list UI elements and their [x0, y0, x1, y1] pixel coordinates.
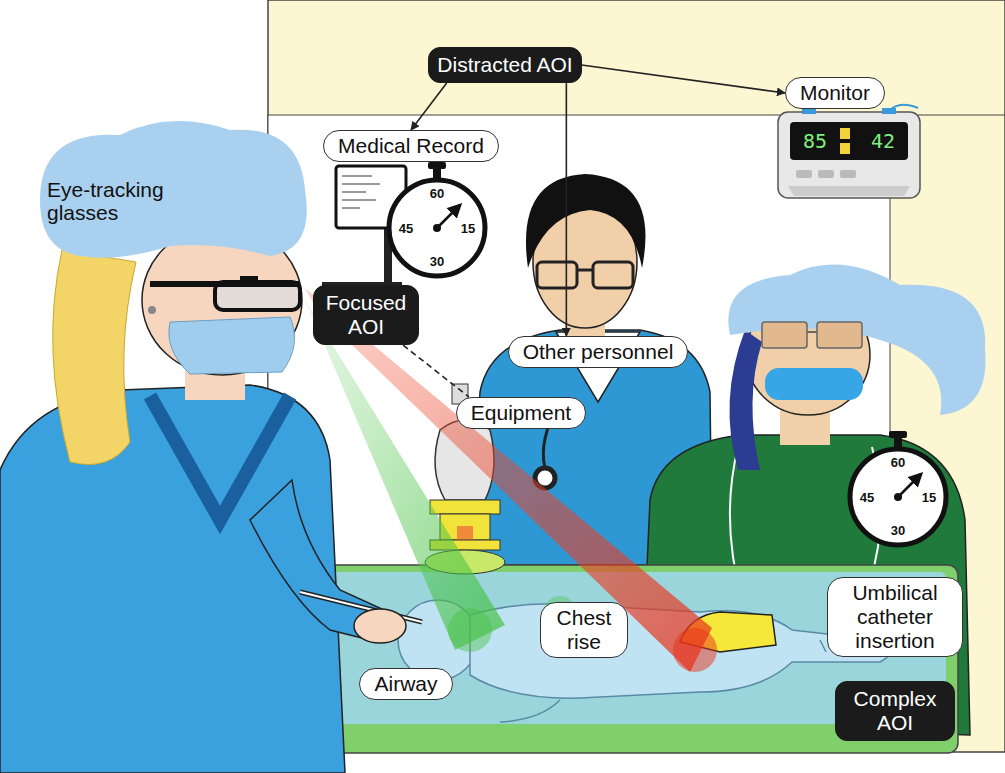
clinician-figure: [148, 306, 156, 314]
dashed-leader: [403, 345, 469, 397]
clinician-figure: [240, 276, 258, 286]
stopwatch-icon: [889, 431, 907, 438]
clinician-figure: [150, 281, 300, 287]
other-personnel-figure: [526, 174, 646, 268]
clinician-figure: [169, 317, 295, 374]
gaze-beam: [300, 288, 717, 672]
nurse-figure: [762, 322, 807, 348]
nurse-figure: [729, 330, 762, 470]
aoi-label-box: Umbilical catheter insertion: [827, 577, 963, 657]
aoi-category-badge: Focused AOI: [313, 285, 419, 345]
node-text: Chest rise: [555, 606, 613, 654]
node-text: Umbilical catheter insertion: [842, 581, 948, 653]
patient-monitor: [840, 170, 856, 178]
dial-number: 45: [399, 222, 413, 236]
node-text: Airway: [374, 672, 437, 696]
dial-number: 30: [891, 524, 905, 538]
aoi-category-badge: Complex AOI: [835, 681, 955, 741]
medical-record-screen: [342, 175, 372, 177]
aoi-label-box: Medical Record: [323, 130, 499, 162]
infant-figure: [500, 700, 560, 722]
gaze-beam: [448, 608, 492, 652]
patient-monitor: [790, 122, 908, 160]
patient-monitor: [788, 186, 910, 196]
nurse-figure: [728, 265, 985, 415]
vital-reading: 42: [871, 130, 895, 152]
aoi-label-box: Monitor: [785, 77, 885, 109]
clinician-figure: [354, 609, 406, 643]
gaze-beam: [305, 288, 712, 672]
dial-number: 30: [430, 255, 444, 269]
dial-number: 60: [430, 187, 444, 201]
callout-arrow: [582, 65, 785, 93]
clinician-figure: [40, 121, 307, 258]
patient-monitor: [778, 104, 920, 198]
other-personnel-figure: [593, 262, 633, 288]
node-text: Other personnel: [523, 340, 674, 364]
clinician-figure: [0, 121, 422, 773]
medical-record-screen: [342, 191, 366, 193]
aoi-label-box: Equipment: [456, 397, 586, 429]
gaze-beam: [673, 628, 717, 672]
room-background: [268, 0, 1005, 752]
dial-number: 60: [891, 456, 905, 470]
other-personnel-figure: [537, 262, 577, 288]
medical-record-screen: [342, 183, 380, 185]
aoi-label-box: Chest rise: [540, 602, 628, 658]
stopwatch-icon: [389, 180, 485, 276]
stopwatch-icon: [433, 224, 441, 232]
stopwatch-icon: [850, 449, 946, 545]
vital-reading: 85: [803, 130, 827, 152]
aoi-category-badge: Distracted AOI: [428, 47, 581, 83]
clinician-figure: [53, 250, 136, 465]
patient-monitor: [840, 143, 850, 154]
stopwatch-icon: [428, 162, 446, 169]
node-text: Complex AOI: [844, 687, 946, 735]
callout-label: Eye-tracking glasses: [47, 178, 177, 224]
stopwatch-icon: [389, 162, 485, 276]
gaze-beam: [300, 292, 505, 650]
callout-arrow: [566, 83, 568, 336]
medical-record-screen: [342, 199, 376, 201]
node-text: Equipment: [471, 401, 571, 425]
bag-mask-equipment: [430, 500, 500, 514]
nurse-figure: [807, 331, 817, 333]
stopwatch-icon: [894, 493, 902, 501]
aoi-label-box: Airway: [359, 668, 452, 700]
other-personnel-figure: [577, 269, 593, 272]
stopwatch-icon: [437, 205, 460, 228]
node-text: Medical Record: [338, 134, 484, 158]
node-text: Distracted AOI: [437, 53, 572, 77]
patient-monitor: [840, 128, 850, 139]
patient-monitor: [796, 170, 812, 178]
dial-number: 15: [922, 491, 936, 505]
node-text: Focused AOI: [322, 291, 410, 339]
nurse-figure: [765, 368, 863, 400]
stopwatch-icon: [850, 431, 946, 545]
dial-number: 15: [461, 222, 475, 236]
callout-arrow: [411, 83, 447, 130]
medical-record-screen: [342, 207, 360, 209]
dial-number: 45: [860, 491, 874, 505]
patient-monitor: [818, 170, 834, 178]
aoi-label-box: Other personnel: [508, 336, 689, 368]
node-text: Monitor: [800, 81, 870, 105]
room-background: [268, 0, 1005, 752]
patient-monitor: [778, 112, 920, 198]
nurse-figure: [817, 322, 862, 348]
patient-monitor: [882, 108, 896, 114]
stopwatch-icon: [898, 474, 921, 497]
